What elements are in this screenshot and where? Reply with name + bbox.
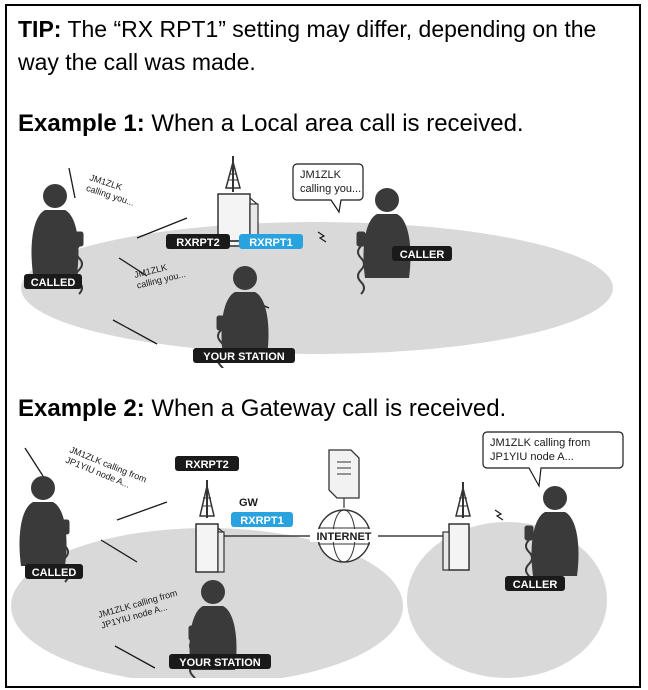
globe-icon: INTERNET [310, 509, 378, 563]
gateway-call-diagram: RXRPT2 GW RXRPT1 INTERNET JM1ZLK calling… [11, 431, 624, 678]
left-call-text: JM1ZLK calling you... [85, 172, 139, 207]
rxrpt2-label: RXRPT2 [176, 237, 219, 249]
rxrpt1-label: RXRPT1 [249, 237, 292, 249]
your-station-label: YOUR STATION [203, 351, 285, 363]
bubble-line1: JM1ZLK calling from [490, 437, 590, 449]
left-call-text: JM1ZLK calling from JP1YIU node A... [64, 445, 150, 496]
svg-text:JM1ZLK calling from JP1Y: JM1ZLK calling from JP1YIU node A... [490, 437, 593, 463]
svg-text:JM1ZLK calling you...: JM1ZLK calling you... [300, 169, 361, 195]
repeater-tower [217, 156, 259, 247]
caller-tag: CALLER [392, 246, 452, 261]
rxrpt2-tag: RXRPT2 [166, 234, 230, 249]
local-repeater [195, 480, 225, 573]
rxrpt1-label: RXRPT1 [240, 515, 283, 527]
signal-bolt [494, 509, 504, 521]
example2-text: When a Gateway call is received. [151, 395, 507, 422]
your-station-tag: YOUR STATION [193, 348, 295, 363]
rxrpt1-tag: RXRPT1 [239, 234, 303, 249]
rxrpt2-tag: RXRPT2 [175, 456, 239, 471]
remote-repeater [442, 482, 471, 571]
local-area-call-diagram: RXRPT2 RXRPT1 CALLED JM1ZLK calling you.… [21, 156, 613, 368]
example2-heading: Example 2: When a Gateway call is receiv… [18, 394, 506, 424]
called-label: CALLED [31, 277, 76, 289]
caller-speech-bubble: JM1ZLK calling from JP1YIU node A... [482, 431, 624, 488]
your-station-tag: YOUR STATION [169, 654, 271, 669]
example1-text: When a Local area call is received. [151, 110, 524, 137]
internet-label: INTERNET [317, 531, 372, 543]
your-station-label: YOUR STATION [179, 657, 261, 669]
example1-heading: Example 1: When a Local area call is rec… [18, 109, 524, 139]
rxrpt1-tag: RXRPT1 [231, 512, 293, 527]
local-service-area [11, 528, 403, 678]
example2-label: Example 2: [18, 395, 145, 422]
caller-label: CALLER [400, 249, 445, 261]
tip-text: The “RX RPT1” setting may differ, depend… [18, 16, 597, 75]
gw-label: GW [239, 497, 259, 509]
tip-paragraph: TIP: The “RX RPT1” setting may differ, d… [18, 13, 628, 79]
called-tag: CALLED [25, 564, 83, 579]
tip-box [5, 4, 641, 688]
signal-bolt [317, 231, 327, 243]
bubble-line1: JM1ZLK [300, 169, 342, 181]
called-label: CALLED [32, 567, 77, 579]
caller-speech-bubble: JM1ZLK calling you... [292, 163, 364, 214]
caller-person [524, 486, 579, 589]
caller-tag: CALLER [505, 576, 565, 591]
signal-lines [24, 447, 168, 669]
bubble-line2: calling you... [300, 183, 361, 195]
rxrpt2-label: RXRPT2 [185, 459, 228, 471]
bubble-line2: JP1YIU node A... [490, 451, 574, 463]
tip-label: TIP: [18, 16, 62, 42]
example1-label: Example 1: [18, 110, 145, 137]
caller-label: CALLER [513, 579, 558, 591]
service-area [21, 222, 613, 354]
called-tag: CALLED [24, 274, 82, 289]
server-icon [328, 449, 360, 508]
